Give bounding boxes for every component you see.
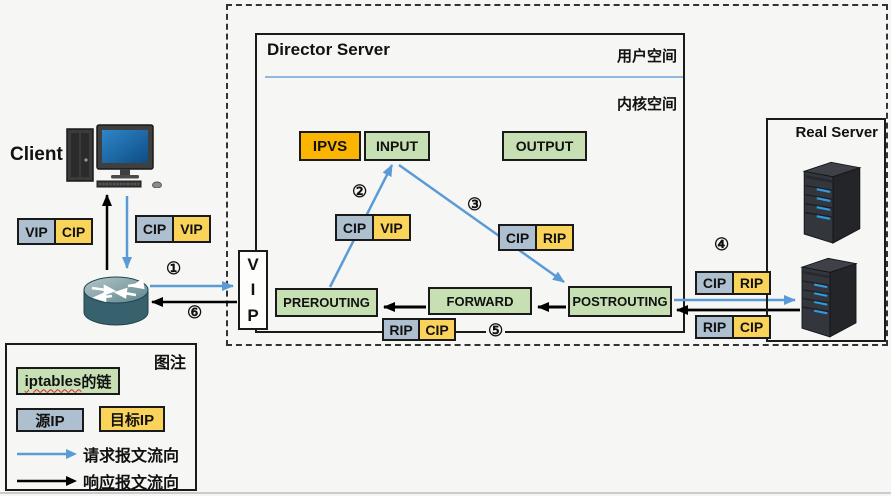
source-ip-cell: CIP <box>498 224 537 251</box>
legend-response-row: 响应报文流向 <box>15 469 179 493</box>
router-icon <box>82 276 150 328</box>
source-ip-cell: CIP <box>335 214 374 241</box>
packet-label-cip-rip-mid: CIP RIP <box>498 224 574 251</box>
step-4-badge: ④ <box>714 235 730 254</box>
packet-label-cip-vip-mid: CIP VIP <box>335 214 411 241</box>
dest-ip-cell: VIP <box>372 214 411 241</box>
request-input-to-postrouting-arrow <box>398 163 565 284</box>
step-2-badge: ② <box>352 182 368 201</box>
step-1-badge: ① <box>166 259 182 278</box>
vip-interface-box: V I P <box>238 250 268 330</box>
postrouting-chain-box: POSTROUTING <box>568 286 672 317</box>
dest-ip-cell: RIP <box>732 271 771 295</box>
response-arrow-icon <box>17 476 77 486</box>
dest-ip-cell: CIP <box>732 315 771 339</box>
packet-label-rip-cip-right: RIP CIP <box>695 315 771 339</box>
packet-label-cip-vip-client: CIP VIP <box>135 215 211 243</box>
dest-ip-cell: CIP <box>418 318 456 341</box>
step-3-badge: ③ <box>467 195 483 214</box>
client-computer-icon <box>64 122 168 188</box>
legend-title: 图注 <box>153 355 186 372</box>
real-server-box: Real Server <box>766 118 886 342</box>
source-ip-cell: RIP <box>695 315 734 339</box>
source-ip-cell: RIP <box>382 318 420 341</box>
bottom-divider <box>0 492 891 494</box>
source-ip-cell: CIP <box>695 271 734 295</box>
legend-chain-suffix: 的链 <box>81 373 112 391</box>
packet-label-rip-cip-bottom: RIP CIP <box>382 318 456 341</box>
legend-iptables-text: iptables <box>24 372 82 390</box>
legend-dest-ip-chip: 目标IP <box>99 406 165 432</box>
director-title: Director Server <box>267 40 390 59</box>
legend-request-row: 请求报文流向 <box>15 442 179 466</box>
client-label: Client <box>10 144 63 165</box>
user-kernel-divider <box>265 76 683 78</box>
user-space-label: 用户空间 <box>616 48 677 65</box>
legend-source-ip-chip: 源IP <box>16 408 84 432</box>
ipvs-box: IPVS <box>299 131 361 161</box>
packet-label-cip-rip-right: CIP RIP <box>695 271 771 295</box>
source-ip-cell: CIP <box>135 215 174 243</box>
output-chain-box: OUTPUT <box>502 131 587 161</box>
input-chain-box: INPUT <box>364 131 430 161</box>
director-outer-dashed-box <box>226 4 888 346</box>
dest-ip-cell: VIP <box>172 215 211 243</box>
dest-ip-cell: RIP <box>535 224 574 251</box>
real-server-tower-icon-1 <box>797 156 867 244</box>
vip-letter: P <box>247 305 259 325</box>
legend-response-label: 响应报文流向 <box>83 475 180 492</box>
director-server-box: Director Server 用户空间 内核空间 <box>255 33 685 333</box>
real-server-title: Real Server <box>795 124 878 141</box>
real-server-tower-icon-2 <box>795 252 863 338</box>
kernel-space-label: 内核空间 <box>616 96 677 113</box>
packet-label-vip-cip: VIP CIP <box>17 218 93 245</box>
vip-letter: I <box>250 280 256 300</box>
vip-letter: V <box>247 255 259 275</box>
request-arrow-icon <box>17 449 77 459</box>
source-ip-cell: VIP <box>17 218 56 245</box>
forward-chain-box: FORWARD <box>428 287 532 315</box>
dest-ip-cell: CIP <box>54 218 93 245</box>
step-5-badge: ⑤ <box>486 321 506 340</box>
legend-request-label: 请求报文流向 <box>83 448 180 465</box>
prerouting-chain-box: PREROUTING <box>275 288 378 317</box>
step-6-badge: ⑥ <box>187 303 203 322</box>
